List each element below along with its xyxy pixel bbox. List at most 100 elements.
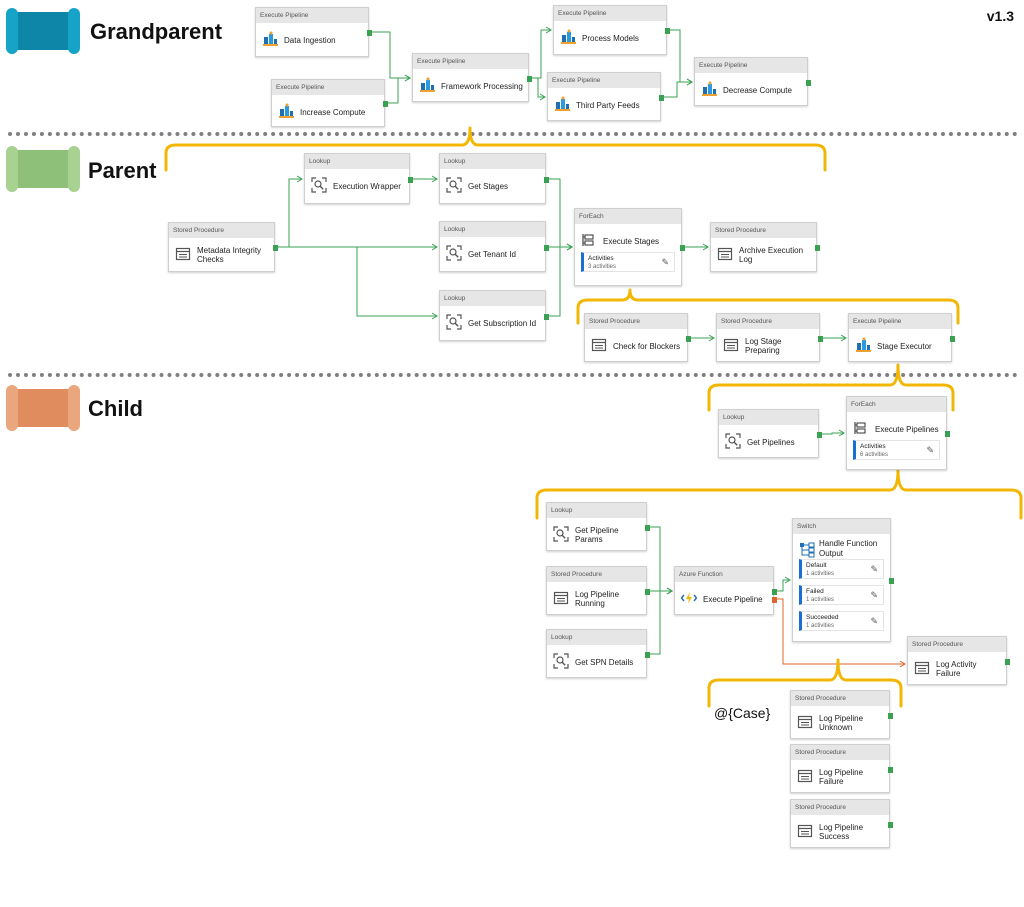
edit-pencil-icon[interactable]: ✎ (661, 257, 669, 267)
connector-arrowhead (840, 334, 847, 342)
activity-type-label: ForEach (575, 209, 681, 224)
activity-type-label: Stored Procedure (711, 223, 816, 238)
success-output-port[interactable] (383, 101, 388, 107)
success-output-port[interactable] (815, 245, 820, 251)
success-output-port[interactable] (544, 314, 549, 320)
success-output-port[interactable] (680, 245, 685, 251)
success-output-port[interactable] (367, 30, 372, 36)
connector-arrowhead (296, 175, 303, 183)
edit-pencil-icon[interactable]: ✎ (870, 564, 878, 574)
success-output-port[interactable] (818, 336, 823, 342)
activity-name: Archive Execution Log (739, 246, 804, 264)
activity-type-label: Execute Pipeline (554, 6, 666, 21)
activity-name: Stage Executor (877, 341, 932, 351)
connector-execute-pipeline-to-log-activity-failure (775, 598, 905, 665)
success-output-port[interactable] (888, 767, 893, 773)
success-output-port[interactable] (888, 713, 893, 719)
success-output-port[interactable] (686, 336, 691, 342)
success-output-port[interactable] (544, 177, 549, 183)
switch-icon (799, 542, 815, 558)
success-output-port[interactable] (273, 245, 278, 251)
activity-name: Third Party Feeds (576, 100, 640, 110)
stored-procedure-icon (797, 823, 813, 839)
success-output-port[interactable] (544, 245, 549, 251)
connector-arrowhead (431, 243, 438, 251)
connector-arrowhead (708, 334, 715, 342)
activity-type-label: Stored Procedure (791, 691, 889, 706)
foreach-icon (581, 232, 597, 248)
connector-process-models-to-decrease-compute (668, 29, 692, 83)
activity-name: Check for Blockers (613, 341, 681, 351)
success-output-port[interactable] (659, 95, 664, 101)
success-output-port[interactable] (665, 28, 670, 34)
activity-type-label: Lookup (305, 154, 409, 169)
activity-name: Framework Processing (441, 81, 523, 91)
success-output-port[interactable] (772, 589, 777, 595)
activity-name: Get Tenant Id (468, 249, 516, 259)
failure-output-port[interactable] (772, 597, 777, 603)
success-output-port[interactable] (527, 76, 532, 82)
success-output-port[interactable] (889, 578, 894, 584)
success-output-port[interactable] (1005, 659, 1010, 665)
success-output-port[interactable] (645, 589, 650, 595)
success-output-port[interactable] (945, 431, 950, 437)
level-separator (8, 373, 1018, 377)
activity-type-label: Azure Function (675, 567, 773, 582)
activity-name: Get Pipeline Params (575, 526, 619, 544)
success-output-port[interactable] (950, 336, 955, 342)
scope-brace (535, 468, 1023, 520)
edit-pencil-icon[interactable]: ✎ (870, 590, 878, 600)
success-output-port[interactable] (408, 177, 413, 183)
success-output-port[interactable] (645, 652, 650, 658)
success-output-port[interactable] (817, 432, 822, 438)
switch-case-label: @{Case} (714, 705, 771, 721)
activity-type-label: Execute Pipeline (256, 8, 368, 23)
success-output-port[interactable] (806, 80, 811, 86)
activity-name: Execution Wrapper (333, 181, 401, 191)
azure-function-icon (680, 590, 698, 606)
activity-name: Log Stage Preparing (745, 337, 782, 355)
sub-activities-count: 3 activities (588, 264, 617, 270)
activity-type-label: Stored Procedure (791, 800, 889, 815)
sub-activities-title: Activities (588, 255, 614, 262)
activity-type-label: Stored Procedure (585, 314, 687, 329)
success-output-port[interactable] (645, 525, 650, 531)
edit-pencil-icon[interactable]: ✎ (926, 445, 934, 455)
parent-band-icon (6, 146, 80, 192)
sub-activities-activities[interactable]: Activities 3 activities ✎ (581, 252, 675, 272)
edit-pencil-icon[interactable]: ✎ (870, 616, 878, 626)
success-output-port[interactable] (888, 822, 893, 828)
stored-procedure-icon (797, 714, 813, 730)
